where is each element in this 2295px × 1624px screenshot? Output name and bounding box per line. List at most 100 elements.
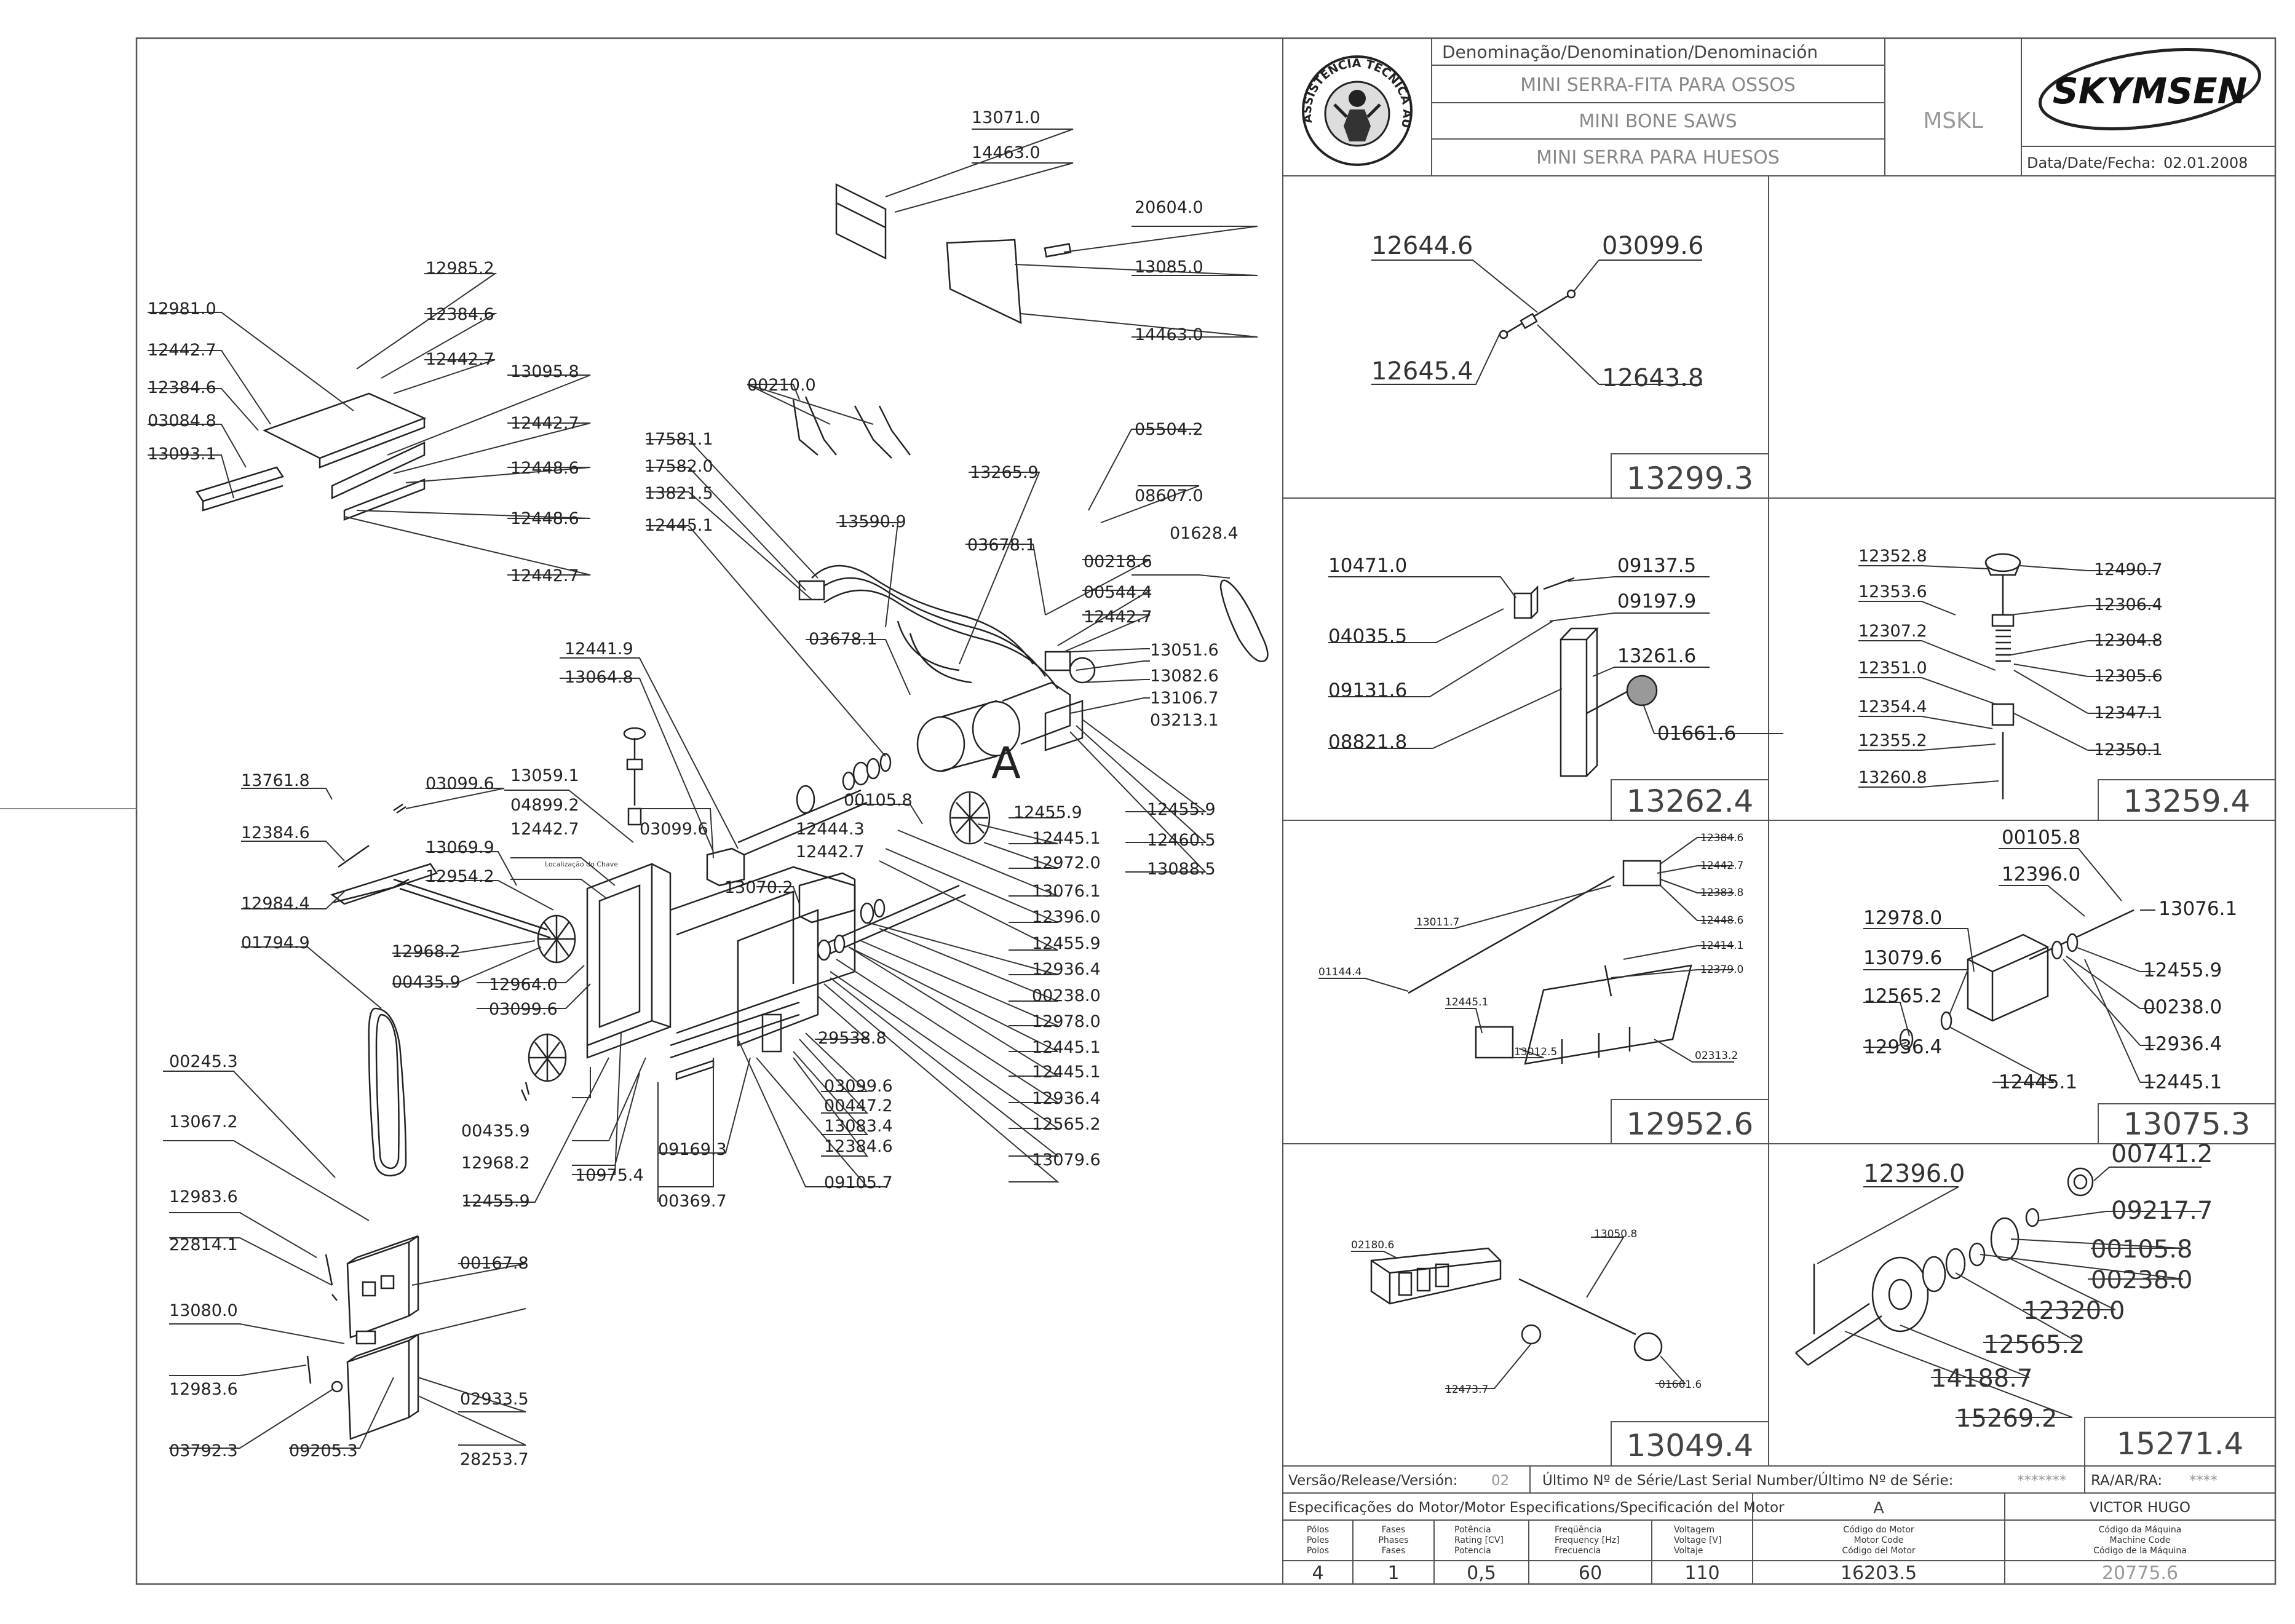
- machine-code-value: 20775.6: [2102, 1563, 2178, 1584]
- label-12565-2-c: 12565.2: [1863, 985, 1942, 1007]
- label-01661-6: 01661.6: [1657, 723, 1736, 745]
- label-12384-6-b-main: 12384.6: [148, 378, 216, 397]
- leader-lines: [163, 384, 1231, 1449]
- authorized-service-seal: ASSISTÊNCIA TÉCNICA AUTORIZADA: [0, 0, 1414, 166]
- label-12645-4: 12645.4: [1371, 357, 1473, 386]
- label-03084-8: 03084.8: [148, 411, 216, 430]
- svg-text:Código da Máquina: Código da Máquina: [2099, 1525, 2182, 1535]
- label-08821-8: 08821.8: [1328, 731, 1407, 753]
- label-08607-0: 08607.0: [1135, 486, 1203, 505]
- serial-value: *******: [2017, 1473, 2067, 1489]
- detail-box-13049-id: 13049.4: [1627, 1428, 1754, 1464]
- motor-spec-label: Especificações do Motor/Motor Especifica…: [1288, 1500, 1785, 1516]
- label-01661-6-b: 01661.6: [1659, 1379, 1702, 1391]
- label-09217-7: 09217.7: [2111, 1197, 2213, 1225]
- label-12445-1-b-main: 12445.1: [1032, 829, 1101, 848]
- svg-text:Potencia: Potencia: [1454, 1546, 1491, 1556]
- label-13069-9: 13069.9: [426, 838, 494, 857]
- date-value: 02.01.2008: [2163, 154, 2248, 172]
- tension-knob: [623, 727, 646, 826]
- label-12455-9-b: 12455.9: [1032, 934, 1101, 953]
- label-03099-6: 03099.6: [1602, 232, 1703, 260]
- label-13088-5: 13088.5: [1147, 860, 1216, 879]
- label-02933-5: 02933.5: [460, 1390, 529, 1409]
- label-12445-1-c: 12445.1: [1999, 1071, 2077, 1093]
- detail-box-13299: 13299.3 12644.6 03099.6 12645.4 12643.8: [1371, 232, 1769, 499]
- saw-blade-belt: [368, 1007, 407, 1177]
- phases-value: 1: [1387, 1563, 1399, 1584]
- label-05504-2: 05504.2: [1135, 420, 1203, 439]
- label-09205-3: 09205.3: [289, 1441, 358, 1460]
- frequency-value: 60: [1579, 1563, 1602, 1584]
- label-12320-0: 12320.0: [2023, 1297, 2125, 1325]
- label-00210-0: 00210.0: [747, 376, 816, 395]
- label-03099-6-a: 03099.6: [426, 774, 494, 793]
- label-03678-1-b: 03678.1: [809, 630, 878, 649]
- denomination-header: Denominação/Denomination/Denominación: [1442, 42, 1818, 62]
- label-12350-1: 12350.1: [2094, 740, 2163, 759]
- label-13051-6: 13051.6: [1150, 641, 1219, 660]
- label-13012-5: 13012.5: [1514, 1046, 1557, 1058]
- label-13083-4: 13083.4: [824, 1117, 893, 1136]
- label-12384-6-d: 12384.6: [824, 1137, 893, 1156]
- col-header-frequency: Freqüência Frequency [Hz] Frecuencia: [1555, 1525, 1620, 1556]
- label-12455-9-d: 12455.9: [1147, 800, 1216, 819]
- label-12441-9: 12441.9: [565, 640, 633, 659]
- label-13095-8: 13095.8: [510, 362, 579, 381]
- label-12448-6-a: 12448.6: [510, 459, 579, 478]
- label-13590-9: 13590.9: [838, 512, 906, 531]
- label-12985-2: 12985.2: [426, 259, 494, 278]
- view-callout-letter: A: [991, 738, 1021, 788]
- label-00435-9-a: 00435.9: [392, 973, 461, 992]
- version-label: Versão/Release/Versión:: [1288, 1473, 1457, 1489]
- label-12978-0-a: 12978.0: [1032, 1012, 1101, 1031]
- label-12347-1: 12347.1: [2094, 703, 2163, 723]
- label-12455-9-a: 12455.9: [1013, 803, 1082, 822]
- label-00544-4: 00544.4: [1084, 583, 1152, 602]
- label-00105-8-c: 00105.8: [2002, 826, 2080, 849]
- pin-drawing: [1503, 293, 1572, 336]
- label-14463-0-a: 14463.0: [972, 143, 1040, 162]
- revision-letter: A: [1873, 1499, 1884, 1518]
- label-09105-7: 09105.7: [824, 1173, 893, 1192]
- label-13079-6-a: 13079.6: [1032, 1151, 1101, 1170]
- col-header-motor-code: Código do Motor Motor Code Código del Mo…: [1842, 1525, 1916, 1556]
- label-12490-7: 12490.7: [2094, 560, 2163, 579]
- label-12978-0-c: 12978.0: [1863, 907, 1942, 929]
- motor: [916, 651, 1096, 772]
- label-00167-8: 00167.8: [460, 1254, 529, 1273]
- detail-box-13075: 13075.3 00105.8 12396.0 13076.1 12978.0 …: [1863, 826, 2276, 1144]
- label-00105-8-d: 00105.8: [2091, 1235, 2192, 1264]
- seal-text: ASSISTÊNCIA TÉCNICA AUTORIZADA: [0, 0, 1414, 129]
- detail-box-13075-id: 13075.3: [2123, 1106, 2251, 1142]
- label-13050-8: 13050.8: [1594, 1228, 1637, 1240]
- label-12442-7-b: 12442.7: [1700, 860, 1743, 872]
- lower-shaft: [817, 884, 966, 961]
- detail-box-15271: 15271.4 12396.0 00741.2 09217.7 00105.8 …: [1795, 1140, 2276, 1467]
- label-12396-0-d: 12396.0: [1863, 1160, 1965, 1188]
- label-12936-4-d: 12936.4: [2143, 1033, 2222, 1055]
- handwheel-bottom: [520, 1033, 567, 1101]
- power-value: 0,5: [1467, 1563, 1496, 1584]
- label-12445-1-c-main: 12445.1: [1032, 1038, 1101, 1057]
- label-28253-7: 28253.7: [460, 1450, 529, 1469]
- label-12460-5: 12460.5: [1147, 831, 1216, 850]
- label-12448-6-b: 12448.6: [1700, 914, 1743, 927]
- col-header-machine-code: Código da Máquina Machine Code Código de…: [2093, 1525, 2187, 1556]
- handwheel-left: [537, 914, 576, 964]
- svg-text:Motor Code: Motor Code: [1854, 1535, 1904, 1545]
- label-13070-2: 13070.2: [724, 878, 793, 897]
- label-02180-6: 02180.6: [1351, 1239, 1394, 1251]
- serial-label: Último Nº de Série/Last Serial Number/Úl…: [1542, 1472, 1953, 1489]
- svg-text:Freqüência: Freqüência: [1555, 1525, 1602, 1535]
- label-03792-3: 03792.3: [169, 1441, 238, 1460]
- label-13064-8: 13064.8: [565, 668, 633, 687]
- main-exploded-view: A: [148, 108, 1269, 1469]
- label-22814-1: 22814.1: [169, 1235, 238, 1254]
- label-12445-1-b: 12445.1: [1445, 996, 1488, 1008]
- label-00369-7: 00369.7: [658, 1192, 727, 1211]
- label-09169-3: 09169.3: [658, 1140, 727, 1159]
- label-10975-4: 10975.4: [575, 1166, 644, 1185]
- label-12964-0: 12964.0: [489, 975, 558, 994]
